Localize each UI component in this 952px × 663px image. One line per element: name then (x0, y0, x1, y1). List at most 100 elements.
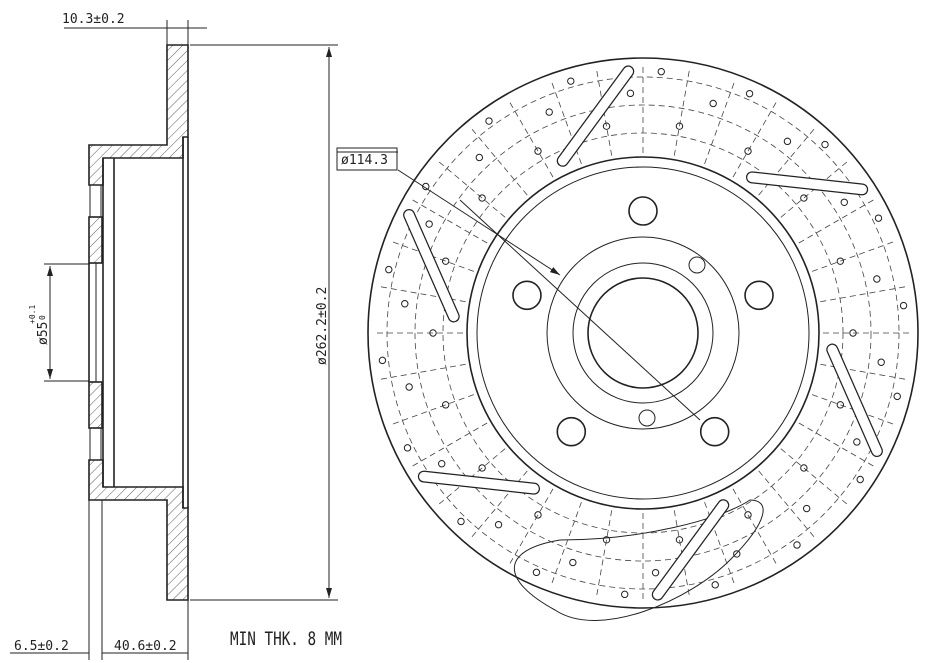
drill-hole (675, 536, 684, 544)
drill-hole (836, 257, 845, 265)
drill-hole (441, 401, 450, 409)
slot-inner (404, 210, 459, 322)
drill-hole (783, 137, 792, 146)
slot-inner (557, 66, 633, 166)
slot-inner (827, 344, 882, 456)
drill-hole (800, 464, 808, 472)
hat-edge (476, 166, 810, 500)
bore-chamfer (572, 262, 714, 404)
bolt-hole (512, 280, 542, 311)
hub-wall-lower (88, 381, 103, 429)
radial-dash-line (595, 510, 613, 599)
drill-hole (840, 198, 848, 206)
drill-hole (478, 194, 486, 202)
side-section-view (88, 44, 189, 601)
radial-dash-line (507, 488, 554, 568)
drill-hole (485, 117, 493, 125)
drill-hole (441, 257, 450, 265)
drill-hole (534, 147, 542, 155)
min-thickness-note: MIN THK. 8 MM (230, 628, 342, 650)
hub-wall-upper (88, 216, 103, 264)
drill-hole (478, 464, 486, 472)
slot-inner (747, 172, 867, 195)
center-bore (587, 277, 699, 389)
drill-hole (494, 520, 503, 529)
hat-height-label: 40.6±0.2 (114, 639, 177, 654)
locator-hole (688, 256, 706, 274)
drill-hole (429, 329, 437, 337)
center-bore-label: ø55 (36, 322, 51, 345)
radial-dash-line (389, 394, 474, 426)
drill-hole (836, 401, 845, 409)
dashed-ring (442, 132, 844, 534)
bolt-circle-label: ø114.3 (341, 153, 388, 168)
drill-hole (602, 536, 611, 544)
drill-hole (401, 300, 409, 308)
drill-hole (532, 568, 541, 577)
drill-hole (621, 590, 629, 599)
bolt-hole (556, 416, 587, 447)
drill-hole (744, 511, 752, 519)
drill-hole (602, 122, 611, 130)
balance-cut (513, 499, 764, 621)
drill-hole (849, 329, 857, 337)
radial-dash-line (780, 448, 851, 507)
drill-hole (675, 122, 684, 130)
drill-hole (657, 67, 665, 76)
drill-hole (457, 517, 465, 526)
radial-dash-line (798, 422, 878, 469)
drill-hole (899, 301, 908, 310)
drill-hole (567, 77, 575, 85)
drill-hole (385, 265, 393, 274)
drill-hole (853, 438, 861, 446)
drill-hole (626, 89, 635, 98)
bolt-hole (744, 280, 774, 311)
drill-hole (893, 392, 901, 401)
drill-hole (403, 444, 412, 452)
drill-hole (438, 460, 446, 468)
dimension-lines (10, 20, 561, 660)
outer-rim (367, 57, 919, 609)
stud-hole-lower (89, 427, 102, 461)
radial-dash-line (812, 240, 897, 272)
drill-hole (378, 356, 387, 365)
drill-hole (405, 383, 413, 391)
dashed-ring (414, 104, 872, 562)
drill-hole (534, 511, 542, 519)
section-lower (88, 459, 189, 601)
radial-dash-line (820, 285, 909, 303)
slot-inner (419, 471, 539, 494)
center-bore-tol-lower: 0 (38, 315, 47, 320)
drill-hole (874, 214, 883, 222)
drill-hole (745, 89, 754, 98)
hat-offset-label: 6.5±0.2 (14, 639, 69, 654)
drill-hole (709, 99, 717, 108)
radial-dash-line (732, 98, 779, 178)
radial-dash-line (507, 98, 554, 178)
flange-thickness-label: 10.3±0.2 (62, 12, 125, 27)
radial-dash-line (704, 79, 736, 164)
radial-dash-line (469, 125, 528, 196)
drill-hole (802, 504, 811, 513)
drill-hole (422, 182, 430, 191)
drill-hole (877, 358, 885, 366)
radial-dash-line (408, 422, 488, 469)
friction-inner-edge (466, 156, 820, 510)
drill-hole (651, 568, 660, 577)
radial-dash-line (435, 159, 506, 218)
bolt-hole (699, 416, 730, 447)
radial-dash-line (732, 488, 779, 568)
radial-dash-line (673, 67, 691, 156)
drill-hole (733, 550, 741, 558)
locator-hole (638, 409, 656, 427)
drill-hole (475, 153, 484, 162)
drill-hole (711, 581, 719, 589)
drill-hole (545, 108, 553, 116)
stud-hole-upper (89, 184, 102, 218)
radial-dash-line (550, 502, 582, 587)
hub-ring (546, 236, 740, 430)
drill-hole (744, 147, 752, 155)
slot-inner (653, 500, 729, 600)
radial-dash-line (758, 470, 817, 541)
